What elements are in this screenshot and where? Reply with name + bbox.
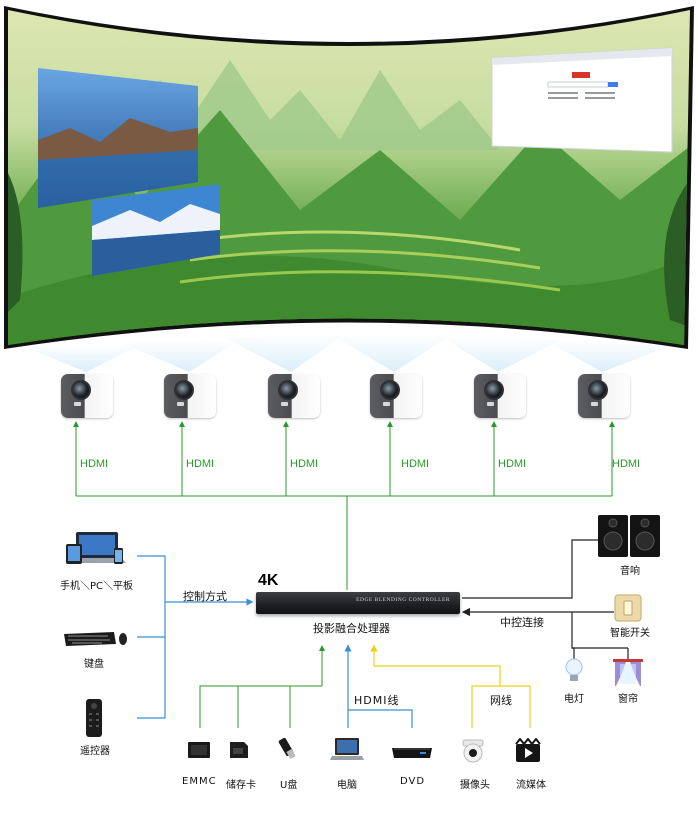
hdmi-label-1: HDMI (80, 458, 109, 470)
hdmi-label-2: HDMI (186, 458, 215, 470)
device-label-computer: 电脑 (337, 780, 357, 791)
light-bulb-icon (565, 658, 583, 681)
projector-6 (578, 372, 630, 420)
controller-title: 4K (258, 572, 279, 589)
device-label-streaming: 流媒体 (516, 780, 546, 791)
lake-image-2 (92, 184, 220, 276)
control-method-label: 控制方式 (183, 590, 227, 603)
browser-window (491, 47, 673, 153)
device-label-smart-switch: 智能开关 (610, 628, 650, 639)
curved-screen (4, 6, 694, 372)
device-label-usb: U盘 (280, 780, 298, 791)
dvd-player-icon (392, 748, 432, 758)
projector-2 (164, 372, 216, 420)
memory-card-icon (230, 742, 248, 758)
device-label-speaker: 音响 (620, 566, 640, 577)
device-label-mobile-pc-tablet: 手机＼PC＼平板 (60, 581, 134, 592)
controller-name: 投影融合处理器 (313, 622, 390, 635)
network-cable-label: 网线 (490, 694, 512, 707)
projector-3 (268, 372, 320, 420)
projector-5 (474, 372, 526, 420)
usb-drive-icon (278, 737, 296, 759)
device-label-emmc: EMMC (182, 776, 217, 787)
central-control-label: 中控连接 (500, 616, 544, 629)
projector-1 (61, 372, 113, 420)
device-label-light: 电灯 (564, 694, 584, 705)
device-label-keyboard: 键盘 (84, 659, 104, 670)
curtain-icon (613, 659, 643, 686)
streaming-media-icon (515, 738, 541, 762)
speaker-icon (598, 515, 660, 557)
laptop-icon (330, 738, 364, 760)
smart-switch-icon (614, 594, 642, 622)
projector-4 (370, 372, 422, 420)
edge-blending-controller: EDGE BLENDING CONTROLLER (256, 592, 460, 614)
projection-beams (20, 334, 670, 372)
emmc-chip-icon (188, 742, 210, 758)
device-label-remote: 遥控器 (80, 746, 110, 757)
lake-image-1 (38, 68, 198, 208)
device-label-memory-card: 储存卡 (226, 780, 256, 791)
hdmi-label-4: HDMI (401, 458, 430, 470)
hdmi-label-6: HDMI (612, 458, 641, 470)
keyboard-icon (64, 632, 127, 646)
device-label-curtain: 窗帘 (618, 694, 638, 705)
laptop-tablet-icon (66, 532, 126, 564)
camera-icon (462, 739, 484, 763)
device-label-dvd: DVD (400, 776, 426, 787)
hdmi-label-3: HDMI (290, 458, 319, 470)
controller-brand: EDGE BLENDING CONTROLLER (356, 597, 450, 603)
hdmi-cable-label: HDMI线 (354, 694, 400, 707)
hdmi-label-5: HDMI (498, 458, 527, 470)
device-label-camera: 摄像头 (460, 780, 490, 791)
remote-control-icon (86, 699, 102, 737)
